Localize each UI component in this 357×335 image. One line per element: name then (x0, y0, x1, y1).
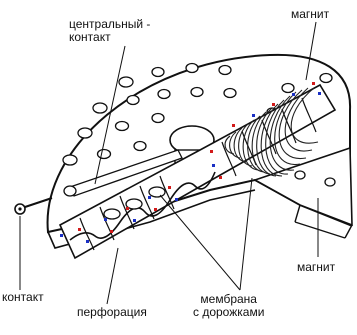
membrane-label: мембрана с дорожками (193, 293, 264, 319)
perforation-label: перфорация (77, 306, 147, 319)
contact-label: контакт (2, 291, 44, 304)
magnet-top-label: магнит (291, 8, 329, 21)
membrane-label-line2: с дорожками (193, 306, 264, 319)
magnet-right-label: магнит (297, 261, 335, 274)
central-contact-label: центральный - контакт (69, 18, 150, 44)
central-contact-label-line2: контакт (69, 31, 150, 44)
side-contact (22, 198, 52, 208)
